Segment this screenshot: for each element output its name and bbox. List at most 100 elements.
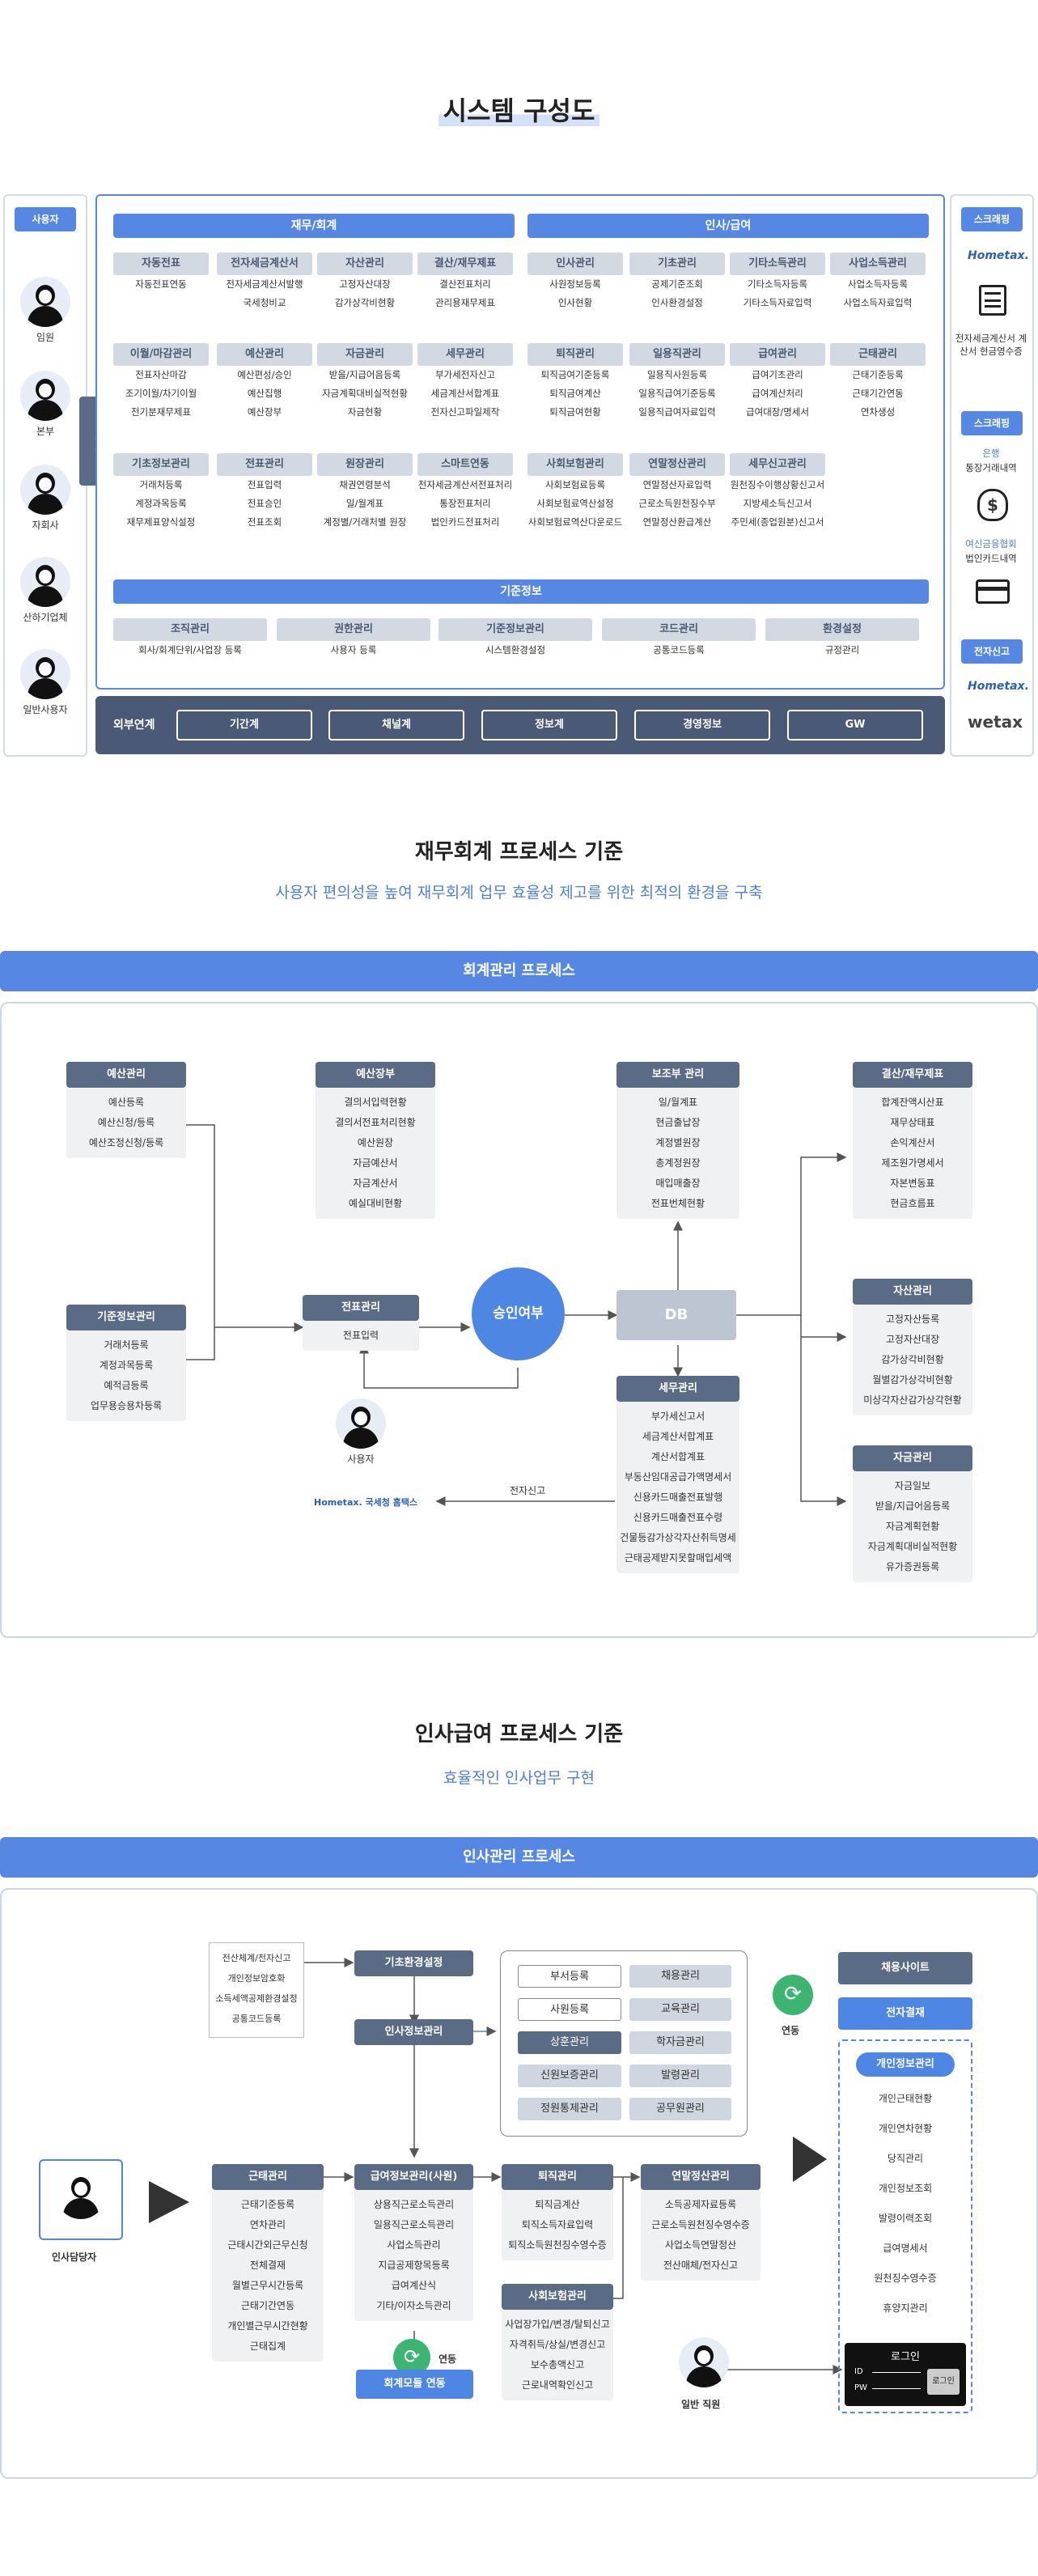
process-item[interactable]: 사업소득관리 xyxy=(387,2239,441,2251)
process-item[interactable]: 예적금등록 xyxy=(104,1380,149,1391)
user-executive[interactable]: 임원 xyxy=(18,277,73,344)
group-item[interactable]: 기타소득자등록 xyxy=(747,278,808,290)
process-item[interactable]: 고정자산등록 xyxy=(885,1313,940,1325)
process-item[interactable]: 퇴직소득원천징수영수증 xyxy=(508,2239,607,2251)
finance-user[interactable]: 사용자 xyxy=(333,1398,388,1466)
process-item[interactable]: 계정과목등록 xyxy=(99,1360,154,1371)
process-item[interactable]: 세금계산서합계표 xyxy=(642,1431,714,1442)
process-item[interactable]: 자금계산서 xyxy=(353,1178,398,1189)
process-item[interactable]: 현금출납장 xyxy=(655,1117,701,1128)
process-item[interactable]: 자금예산서 xyxy=(353,1157,398,1169)
hr-module-button[interactable]: 정원통제관리 xyxy=(518,2098,621,2120)
process-item[interactable]: 월별감가상각비현황 xyxy=(872,1374,953,1386)
hr-module-button[interactable]: 공무원관리 xyxy=(629,2098,731,2120)
process-item[interactable]: 총계정원장 xyxy=(655,1157,701,1169)
group-item[interactable]: 전자세금계산서전표처리 xyxy=(417,479,513,490)
group-item[interactable]: 근로소득원천징수부 xyxy=(638,498,716,509)
process-item[interactable]: 보수총액신고 xyxy=(530,2359,585,2370)
process-item[interactable]: 재무상태표 xyxy=(890,1117,935,1128)
group-item[interactable]: 사회보험료등록 xyxy=(544,479,606,490)
process-item[interactable]: 신용카드매출전표발행 xyxy=(633,1492,723,1503)
group-item[interactable]: 시스템환경설정 xyxy=(485,644,546,656)
group-item[interactable]: 예산집행 xyxy=(247,388,282,399)
group-item[interactable]: 근태기준등록 xyxy=(852,369,904,380)
process-item[interactable]: 지급공제항목등록 xyxy=(378,2260,450,2271)
group-item[interactable]: 받을/지급어음등록 xyxy=(328,369,401,380)
process-item[interactable]: 자금계획대비실적현황 xyxy=(867,1541,958,1552)
process-item[interactable]: 부가세신고서 xyxy=(650,1411,705,1422)
general-employee[interactable] xyxy=(676,2337,731,2391)
process-item[interactable]: 급여계산식 xyxy=(391,2280,437,2291)
group-item[interactable]: 결산전표처리 xyxy=(439,278,491,290)
process-item[interactable]: 자금일보 xyxy=(894,1480,931,1492)
hr-module-button[interactable]: 채용관리 xyxy=(629,1965,731,1988)
recruit-site-button[interactable]: 채용사이트 xyxy=(838,1952,972,1984)
process-item[interactable]: 계산서합계표 xyxy=(650,1451,705,1462)
ext-legacy-button[interactable]: 기간계 xyxy=(176,710,312,741)
personal-info-item[interactable]: 개인정보조회 xyxy=(878,2183,933,2194)
group-item[interactable]: 자동전표연동 xyxy=(135,278,187,290)
ext-info-button[interactable]: 정보계 xyxy=(481,710,617,741)
group-item[interactable]: 예산장부 xyxy=(247,406,282,418)
hr-manager[interactable] xyxy=(53,2169,108,2222)
hr-module-button[interactable]: 교육관리 xyxy=(629,1998,731,2021)
process-item[interactable]: 전체결재 xyxy=(249,2260,286,2271)
process-item[interactable]: 근태공제받지못할매입세액 xyxy=(624,1552,732,1564)
process-item[interactable]: 결의서입력현황 xyxy=(344,1097,407,1108)
hr-module-button[interactable]: 사원등록 xyxy=(518,1998,621,2021)
process-item[interactable]: 근태기간연동 xyxy=(240,2300,295,2311)
personal-info-item[interactable]: 당직관리 xyxy=(887,2153,924,2164)
group-item[interactable]: 인사환경설정 xyxy=(651,297,703,308)
group-item[interactable]: 고정자산대장 xyxy=(339,278,391,290)
process-item[interactable]: 현금흐름표 xyxy=(890,1198,935,1209)
ext-channel-button[interactable]: 채널계 xyxy=(328,710,464,741)
process-item[interactable]: 합계잔액시산표 xyxy=(881,1097,944,1108)
group-item[interactable]: 계정과목등록 xyxy=(135,498,187,509)
process-item[interactable]: 유가증권등록 xyxy=(885,1561,940,1572)
process-item[interactable]: 근태시간외근무신청 xyxy=(227,2239,308,2251)
ext-mgmt-button[interactable]: 경영정보 xyxy=(634,710,770,741)
group-item[interactable]: 사용자 등록 xyxy=(330,644,377,656)
approval-node[interactable]: 승인여부 xyxy=(472,1267,565,1360)
group-item[interactable]: 전자신고파일제작 xyxy=(430,406,500,418)
process-item[interactable]: 사업소득연말정산 xyxy=(664,2239,737,2251)
process-item[interactable]: 퇴직금계산 xyxy=(535,2199,580,2210)
env-settings-button[interactable]: 기초환경설정 xyxy=(354,1950,473,1976)
process-item[interactable]: 신용카드매출전표수령 xyxy=(633,1512,723,1523)
group-item[interactable]: 전기분재무제표 xyxy=(130,406,192,418)
process-item[interactable]: 자본변동표 xyxy=(890,1178,935,1189)
group-item[interactable]: 인사현황 xyxy=(557,297,593,308)
personal-info-item[interactable]: 급여명세서 xyxy=(883,2243,928,2254)
process-item[interactable]: 예산신청/등록 xyxy=(97,1117,155,1128)
process-item[interactable]: 업무용승용차등록 xyxy=(90,1400,163,1411)
process-item[interactable]: 일용직근로소득관리 xyxy=(373,2219,455,2230)
group-item[interactable]: 연차생성 xyxy=(860,406,896,418)
process-item[interactable]: 전표번체현황 xyxy=(650,1198,705,1209)
group-item[interactable]: 계정별/거래처별 원장 xyxy=(323,516,407,528)
process-item[interactable]: 감가상각비현황 xyxy=(881,1354,944,1365)
id-field[interactable] xyxy=(872,2372,921,2373)
process-item[interactable]: 전산매체/전자신고 xyxy=(663,2260,739,2271)
group-item[interactable]: 주민세(종업원분)신고서 xyxy=(731,516,824,528)
group-item[interactable]: 관리용재무제표 xyxy=(434,297,496,308)
user-subsidiary[interactable]: 자회사 xyxy=(18,465,73,532)
group-item[interactable]: 채권연령분석 xyxy=(339,479,391,490)
process-item[interactable]: 제조원가명세서 xyxy=(881,1157,944,1169)
hr-manager-avatar[interactable] xyxy=(39,2159,123,2240)
